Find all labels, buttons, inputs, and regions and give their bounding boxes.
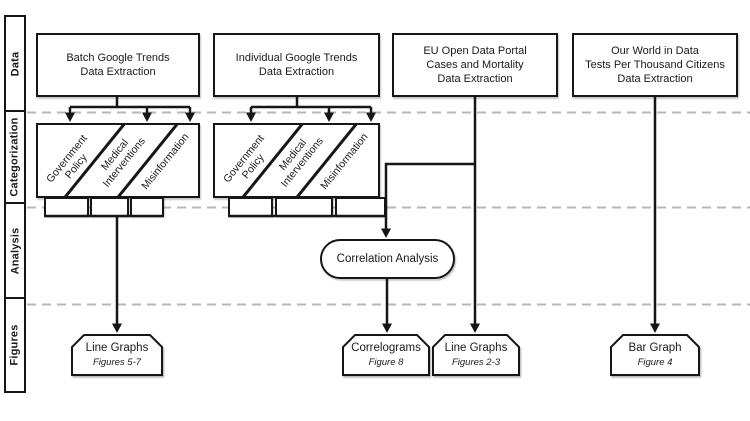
connector-tab [275, 197, 333, 217]
data-box-batch-google-trends: Batch Google Trends Data Extraction [36, 33, 200, 97]
figure-node-correlograms: Correlograms Figure 8 [342, 334, 430, 376]
figure-node-shape [71, 334, 163, 376]
figure-title: Line Graphs [85, 342, 149, 354]
figure-node-line-graphs-5-7: Line Graphs Figures 5-7 [71, 334, 163, 376]
figure-node-line-graphs-2-3: Line Graphs Figures 2-3 [432, 334, 520, 376]
category-label-misinformation: Misinformation [318, 131, 371, 192]
figure-node-shape [342, 334, 430, 376]
connector-tab [130, 197, 164, 217]
figure-title: Bar Graph [628, 342, 682, 354]
data-box-our-world-in-data-label: Our World in Data Tests Per Thousand Cit… [585, 45, 725, 85]
figure-node-shapes [71, 334, 700, 376]
row-label-analysis: Analysis [4, 202, 26, 299]
data-box-batch-google-trends-label: Batch Google Trends Data Extraction [66, 52, 170, 78]
data-box-our-world-in-data: Our World in Data Tests Per Thousand Cit… [572, 33, 738, 97]
row-label-rail: Data Categorization Analysis Figures [4, 15, 26, 393]
data-box-eu-open-data-portal-label: EU Open Data Portal Cases and Mortality … [423, 45, 527, 85]
figure-subtitle: Figures 5-7 [92, 357, 142, 368]
figure-subtitle: Figures 2-3 [451, 357, 501, 368]
category-label-medical-interventions: Medical Interventions [277, 135, 326, 190]
figure-subtitle: Figure 8 [368, 357, 404, 368]
row-label-figures: Figures [4, 296, 26, 393]
categorization-box-batch: Government Policy Medical Interventions … [36, 123, 200, 198]
connector-tab [90, 197, 129, 217]
connector-tab [228, 197, 273, 217]
data-box-eu-open-data-portal: EU Open Data Portal Cases and Mortality … [392, 33, 558, 97]
row-label-data: Data [4, 15, 26, 112]
row-label-categorization: Categorization [4, 109, 26, 205]
data-box-individual-google-trends-label: Individual Google Trends Data Extraction [235, 52, 358, 78]
connector-tab [335, 197, 386, 217]
correlation-analysis-label: Correlation Analysis [336, 253, 439, 265]
connector-tab [44, 197, 89, 217]
figure-node-shape [432, 334, 520, 376]
figure-node-bar-graph: Bar Graph Figure 4 [610, 334, 700, 376]
category-label-medical-interventions: Medical Interventions [98, 135, 148, 190]
figure-title: Line Graphs [444, 342, 508, 354]
correlation-analysis-node: Correlation Analysis [320, 239, 455, 279]
figure-subtitle: Figure 4 [637, 357, 673, 368]
figure-title: Correlograms [351, 342, 421, 354]
figure-node-shape [610, 334, 700, 376]
data-box-individual-google-trends: Individual Google Trends Data Extraction [213, 33, 380, 97]
categorization-box-individual: Government Policy Medical Interventions … [213, 123, 380, 198]
